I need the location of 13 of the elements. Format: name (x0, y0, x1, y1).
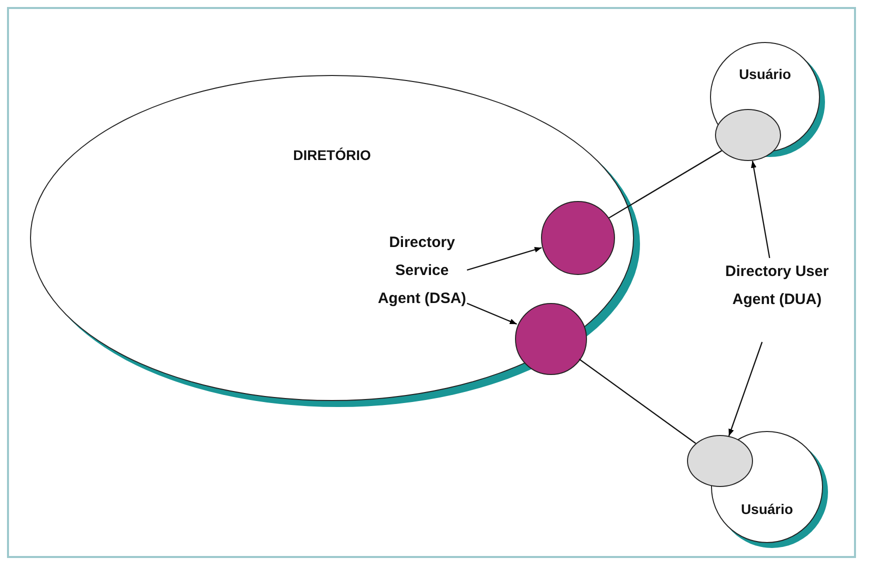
user-agent-ellipse (687, 435, 753, 487)
node-title: Usuário (740, 500, 794, 518)
connector-line (608, 150, 722, 219)
arrow (728, 342, 763, 436)
node-title: DIRETÓRIO (292, 146, 372, 164)
agent-circle (515, 303, 587, 375)
arrow (750, 160, 770, 258)
arrow (466, 302, 518, 325)
arrow (466, 247, 542, 271)
agent-label: Directory User Agent (DUA) (725, 262, 829, 310)
agent-label: Directory Service Agent (DSA) (376, 233, 468, 309)
node-title: Usuário (738, 65, 792, 83)
connector-line (578, 358, 696, 444)
